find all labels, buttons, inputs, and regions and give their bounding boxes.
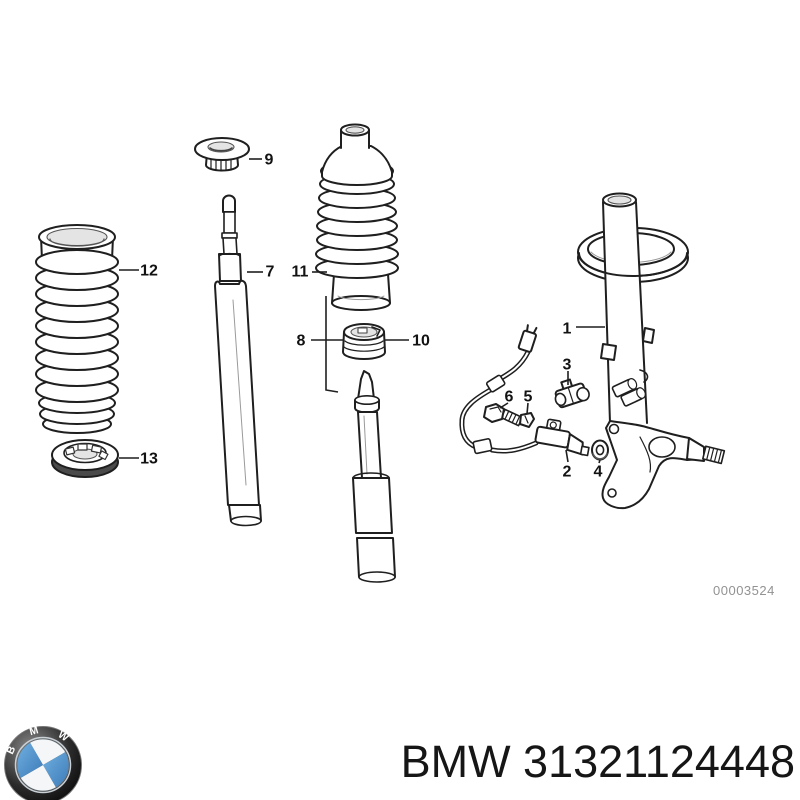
part-2-abs-sensor: [459, 324, 590, 457]
bmw-logo: B M W: [4, 724, 82, 800]
part-label-10: 10: [412, 333, 430, 350]
part-number-text: BMW 31321124448: [400, 736, 795, 787]
leader-line-5: [526, 402, 529, 415]
part-label-6: 6: [505, 389, 514, 406]
part-7-shock-absorber-cartridge: [214, 194, 262, 527]
part-11-rubber-boot: [315, 123, 399, 311]
logo-silver-ring: [14, 736, 72, 794]
part-12-dust-bellows: [35, 224, 119, 434]
part-1-strut-housing: [577, 192, 726, 510]
leader-line-4: [598, 459, 601, 464]
logo-letter-m: M: [28, 724, 40, 738]
part-6-hex-bolt: [483, 403, 524, 427]
part-label-8: 8: [297, 333, 306, 350]
part-label-13: 13: [140, 451, 158, 468]
part-10-bump-stop: [342, 323, 386, 360]
part-label-1: 1: [563, 321, 572, 338]
part-label-3: 3: [563, 357, 572, 374]
part-3-holder-block: [554, 378, 590, 409]
part-9-collar-nut: [194, 137, 250, 172]
part-13-support-bearing: [51, 439, 119, 478]
leader-line-6: [499, 402, 509, 409]
part-label-4: 4: [594, 464, 603, 481]
part-label-11: 11: [292, 264, 309, 281]
drawing-number: 00003524: [713, 583, 775, 598]
leader-line-2: [565, 449, 569, 463]
part-4-grommet-ring: [591, 439, 609, 461]
part-8-bracket-line: [325, 296, 339, 393]
part-label-7: 7: [266, 264, 275, 281]
part-8-lower-cartridge: [352, 370, 396, 583]
part-label-9: 9: [265, 152, 274, 169]
part-label-2: 2: [563, 464, 572, 481]
part-label-12: 12: [140, 263, 158, 280]
part-5-clip-nut: [519, 412, 535, 428]
logo-quadrants: [16, 738, 70, 792]
part-label-5: 5: [524, 389, 533, 406]
